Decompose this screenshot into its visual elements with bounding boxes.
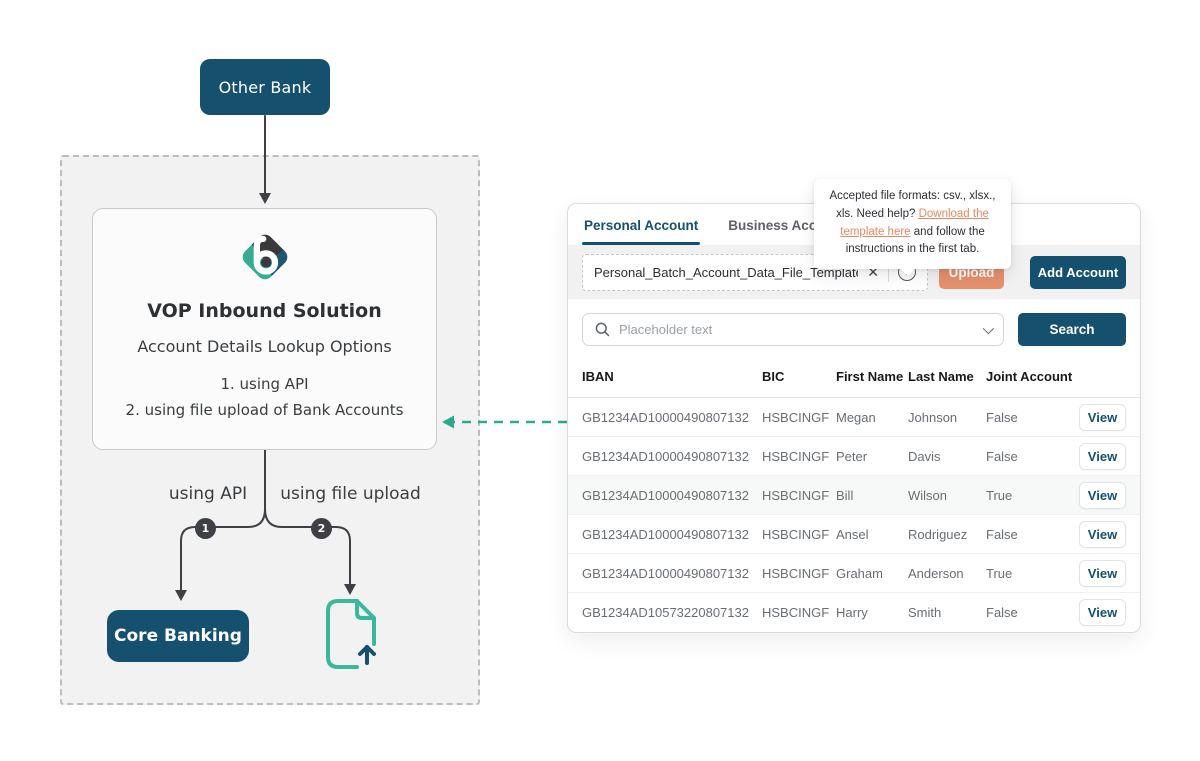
- cell-iban: GB1234AD10573220807132: [582, 605, 749, 620]
- cell-last: Wilson: [908, 487, 948, 503]
- table-row: GB1234AD10000490807132 HSBCINGF Megan Jo…: [568, 398, 1140, 437]
- core-banking-label: Core Banking: [114, 626, 242, 646]
- col-joint-account: Joint Account: [986, 369, 1073, 384]
- cell-joint: False: [986, 409, 1018, 425]
- cell-last: Smith: [908, 605, 942, 620]
- other-bank-node: Other Bank: [200, 59, 330, 115]
- tooltip-text-before: Accepted file formats: csv., xlsx., xls.…: [829, 190, 996, 220]
- cell-iban: GB1234AD10000490807132: [582, 565, 749, 581]
- view-button[interactable]: View: [1079, 520, 1126, 548]
- col-first-name: First Name: [836, 369, 904, 384]
- solution-box: VOP Inbound Solution Account Details Loo…: [92, 208, 437, 450]
- table-row: GB1234AD10000490807132 HSBCINGF Ansel Ro…: [568, 515, 1140, 554]
- table-row: GB1234AD10000490807132 HSBCINGF Bill Wil…: [568, 476, 1140, 515]
- view-button[interactable]: View: [1079, 481, 1126, 509]
- solution-title: VOP Inbound Solution: [147, 300, 382, 322]
- search-icon: [595, 322, 610, 337]
- cell-iban: GB1234AD10000490807132: [582, 487, 749, 503]
- cell-joint: False: [986, 605, 1018, 620]
- cell-last: Anderson: [908, 565, 964, 581]
- brand-logo-icon: [238, 231, 291, 283]
- cell-first: Bill: [836, 487, 854, 503]
- chevron-down-icon[interactable]: [982, 322, 995, 334]
- help-tooltip: Accepted file formats: csv., xlsx., xls.…: [814, 179, 1011, 270]
- cell-joint: False: [986, 526, 1018, 542]
- cell-first: Megan: [836, 409, 876, 425]
- upload-toolbar: Personal_Batch_Account_Data_File_Templat…: [568, 245, 1140, 299]
- search-box[interactable]: [582, 313, 1004, 346]
- table-header: IBAN BIC First Name Last Name Joint Acco…: [568, 356, 1140, 398]
- other-bank-label: Other Bank: [218, 77, 312, 97]
- cell-bic: HSBCINGF: [762, 605, 830, 620]
- branch-label-file: using file upload: [280, 484, 421, 504]
- download-template-link[interactable]: Download the template here: [840, 207, 989, 238]
- cell-bic: HSBCINGF: [762, 487, 830, 503]
- search-toolbar: Search: [568, 299, 1140, 356]
- cell-joint: True: [986, 487, 1013, 503]
- divider: [888, 262, 889, 282]
- cell-joint: True: [986, 565, 1013, 581]
- table-row: GB1234AD10000490807132 HSBCINGF Graham A…: [568, 554, 1140, 593]
- cell-last: Johnson: [908, 409, 958, 425]
- selected-filename: Personal_Batch_Account_Data_File_Templat…: [594, 264, 859, 280]
- core-banking-node: Core Banking: [107, 610, 249, 662]
- cell-first: Ansel: [836, 526, 869, 542]
- cell-joint: False: [986, 448, 1018, 464]
- table-row: GB1234AD10573220807132 HSBCINGF Harry Sm…: [568, 593, 1140, 632]
- solution-option-1: 1. using API: [220, 375, 309, 393]
- cell-iban: GB1234AD10000490807132: [582, 409, 749, 425]
- cell-iban: GB1234AD10000490807132: [582, 448, 749, 464]
- cell-iban: GB1234AD10000490807132: [582, 526, 749, 542]
- cell-bic: HSBCINGF: [762, 565, 830, 581]
- tooltip-text-after: and follow the instructions in the first…: [845, 225, 985, 256]
- branch-number-2: 2: [311, 518, 332, 539]
- branch-number-1: 1: [195, 518, 216, 539]
- cell-last: Davis: [908, 448, 941, 464]
- view-button[interactable]: View: [1079, 599, 1126, 626]
- add-account-button[interactable]: Add Account: [1030, 255, 1126, 289]
- cell-bic: HSBCINGF: [762, 448, 830, 464]
- solution-subtitle: Account Details Lookup Options: [137, 337, 392, 356]
- solution-option-2: 2. using file upload of Bank Accounts: [125, 400, 404, 419]
- col-bic: BIC: [762, 369, 785, 384]
- table-row: GB1234AD10000490807132 HSBCINGF Peter Da…: [568, 437, 1140, 476]
- cell-first: Graham: [836, 565, 883, 581]
- cell-first: Harry: [836, 605, 868, 620]
- search-button[interactable]: Search: [1018, 313, 1126, 346]
- view-button[interactable]: View: [1079, 403, 1126, 431]
- view-button[interactable]: View: [1079, 442, 1126, 470]
- clear-file-icon[interactable]: ✕: [867, 264, 879, 280]
- tab-personal-account[interactable]: Personal Account: [582, 204, 701, 245]
- col-iban: IBAN: [582, 369, 614, 384]
- col-last-name: Last Name: [908, 369, 974, 384]
- cell-last: Rodriguez: [908, 526, 968, 542]
- search-input[interactable]: [619, 322, 974, 337]
- cell-bic: HSBCINGF: [762, 526, 830, 542]
- cell-first: Peter: [836, 448, 868, 464]
- view-button[interactable]: View: [1079, 559, 1126, 587]
- branch-label-api: using API: [168, 484, 248, 504]
- account-panel: Personal Account Business Account Person…: [567, 203, 1141, 633]
- cell-bic: HSBCINGF: [762, 409, 830, 425]
- file-upload-icon: [326, 599, 376, 669]
